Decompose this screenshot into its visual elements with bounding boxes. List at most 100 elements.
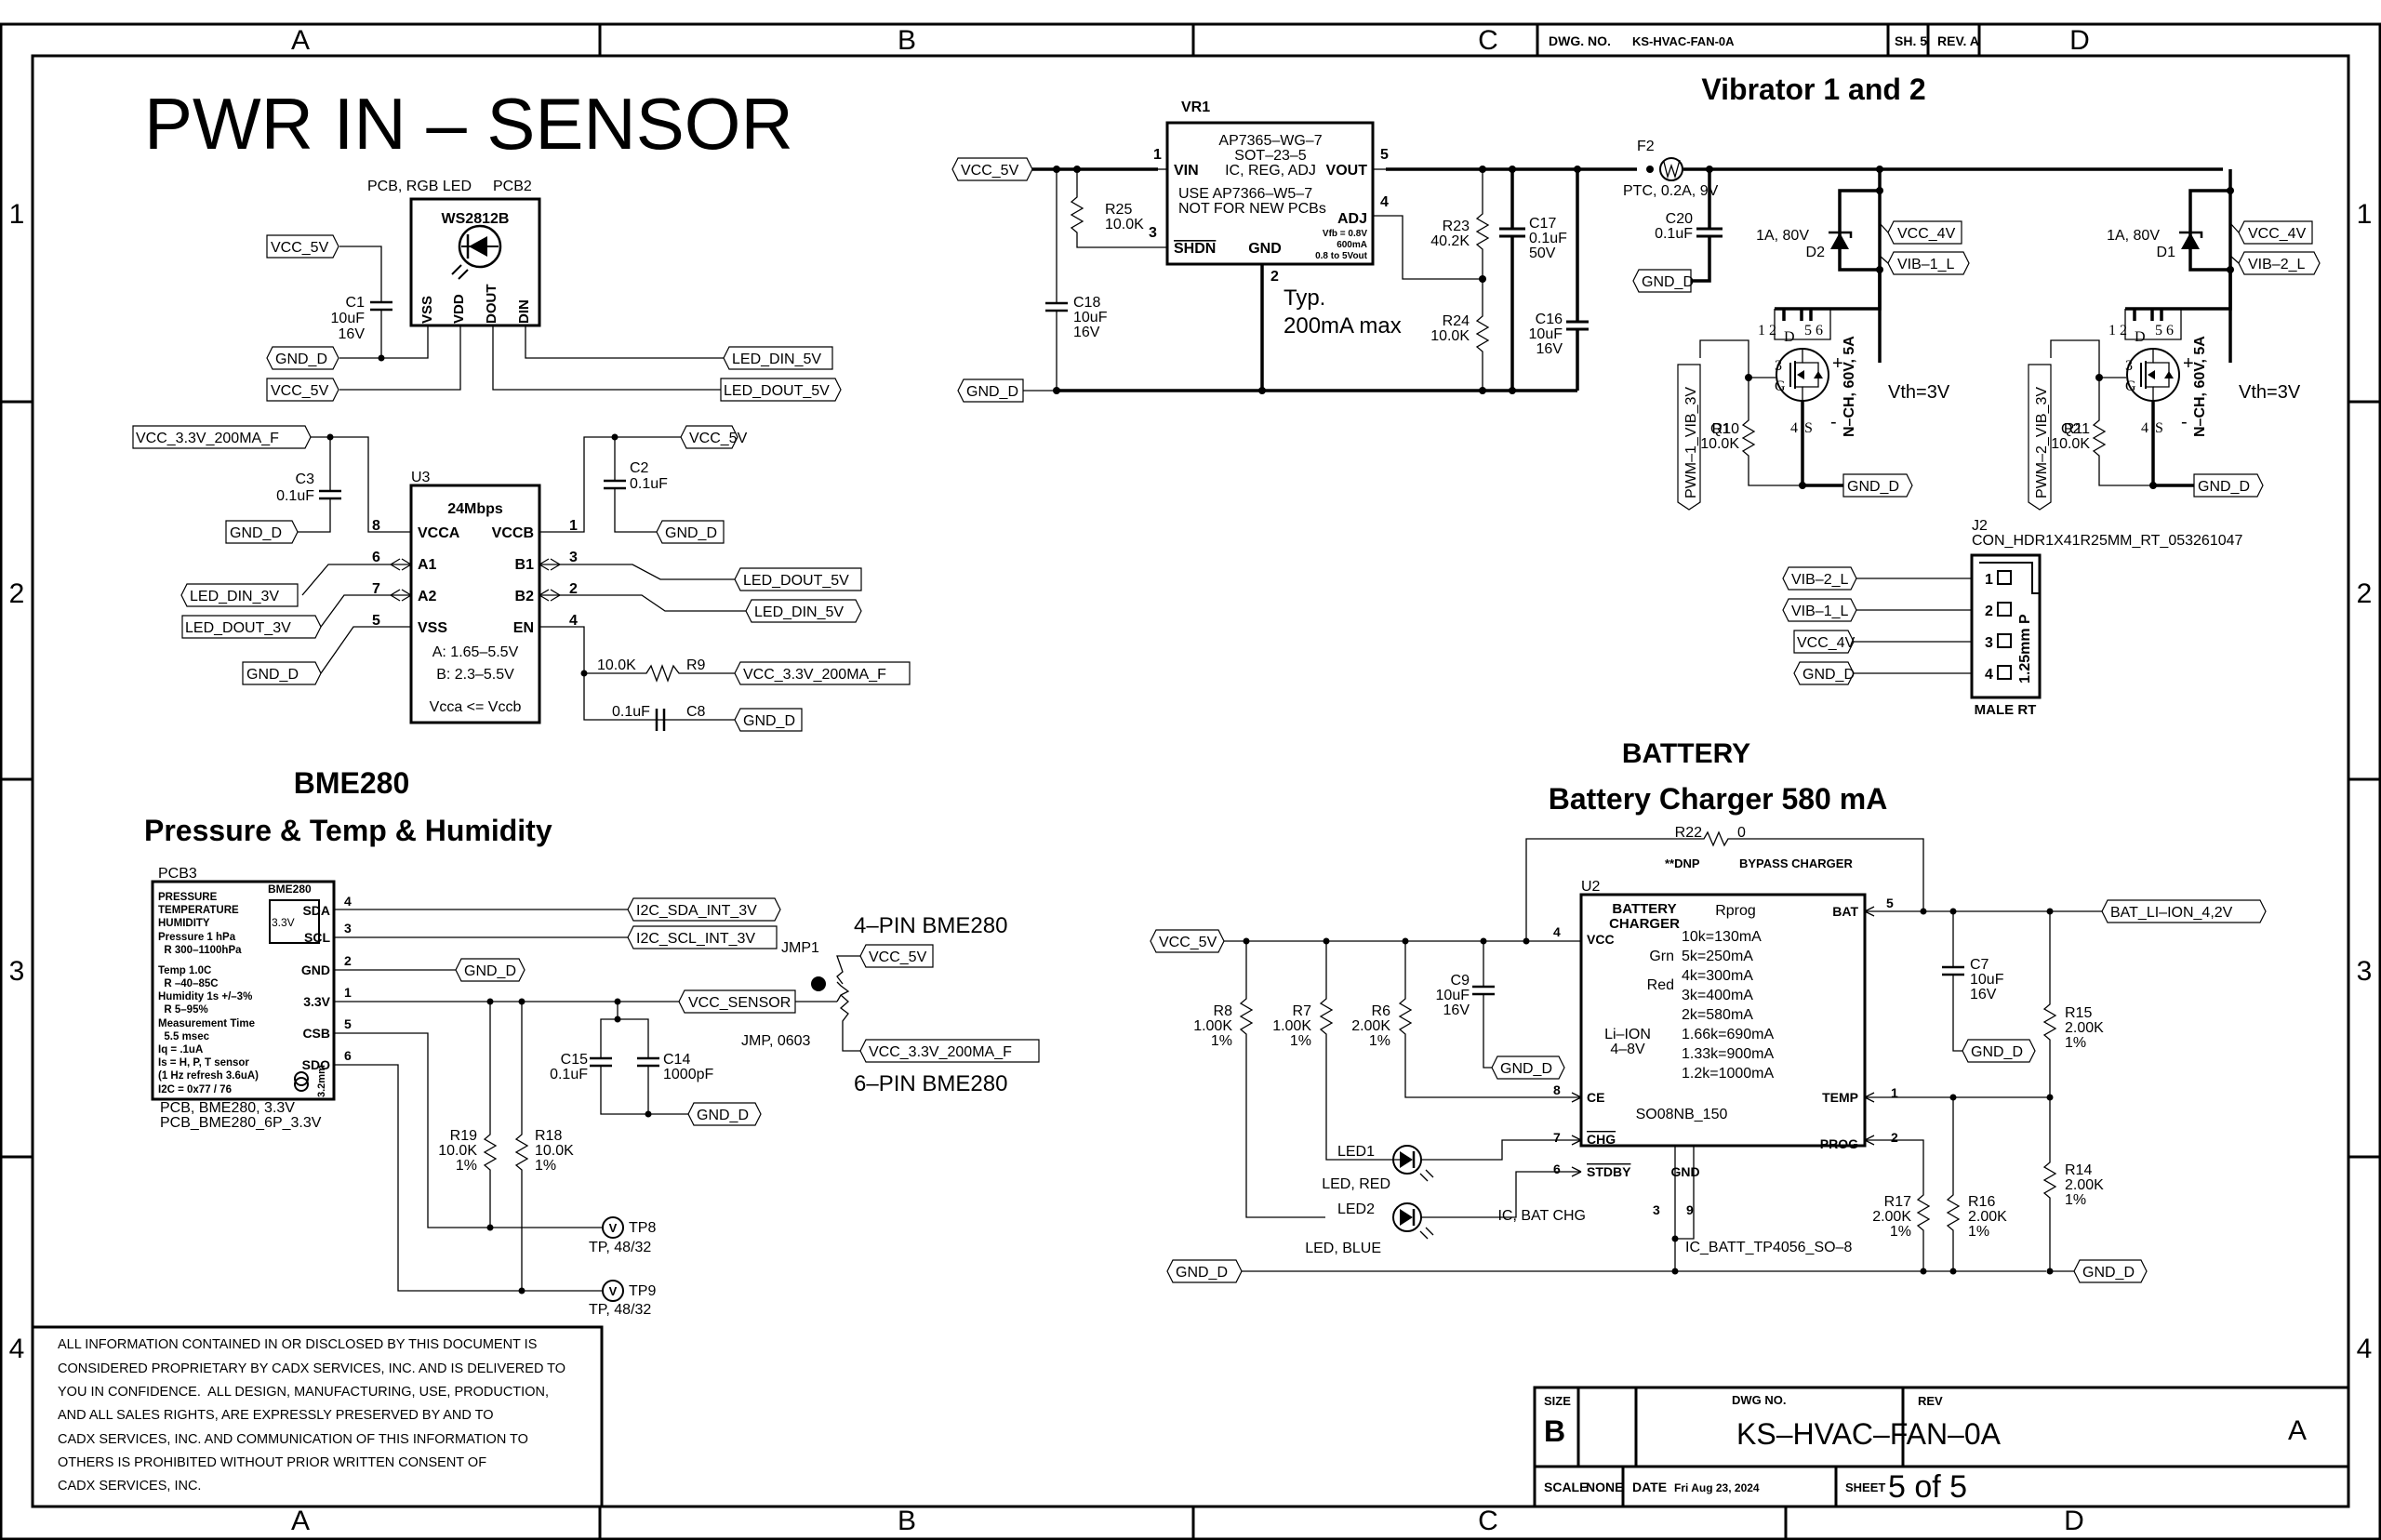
c8-value: 0.1uF bbox=[612, 704, 650, 720]
j2-pin-2[interactable]: 2 bbox=[1985, 602, 2012, 619]
u2-liion-1: Li–ION bbox=[1604, 1027, 1651, 1042]
port-vcc33-u3[interactable]: VCC_3.3V_200MA_F bbox=[132, 425, 312, 449]
port-vib1-ch1[interactable]: VIB–1_L bbox=[1887, 251, 1970, 275]
notice-line-1: ALL INFORMATION CONTAINED IN OR DISCLOSE… bbox=[58, 1337, 537, 1352]
port-gnd-u3-vss[interactable]: GND_D bbox=[242, 661, 322, 685]
svg-text:GND_D: GND_D bbox=[1176, 1265, 1228, 1281]
port-vcc5v-u3[interactable]: VCC_5V bbox=[680, 425, 748, 449]
u2-part: IC_BATT_TP4056_SO–8 bbox=[1685, 1240, 1852, 1255]
port-vib2-ch2[interactable]: VIB–2_L bbox=[2238, 251, 2321, 275]
r11-value: 10.0K bbox=[2051, 436, 2090, 452]
led-icon bbox=[451, 224, 502, 280]
port-jmp-vcc33[interactable]: VCC_3.3V_200MA_F bbox=[859, 1039, 1040, 1063]
port-gnd-c7[interactable]: GND_D bbox=[1962, 1039, 2036, 1063]
svg-text:TP9: TP9 bbox=[629, 1283, 656, 1299]
u2-pin2-num: 2 bbox=[1891, 1130, 1898, 1145]
port-i2c-sda[interactable]: I2C_SDA_INT_3V bbox=[627, 897, 781, 922]
svg-text:10k=130mA: 10k=130mA bbox=[1682, 929, 1762, 945]
svg-text:VCC_5V: VCC_5V bbox=[689, 431, 748, 446]
r7-tol: 1% bbox=[1290, 1033, 1311, 1049]
port-i2c-scl[interactable]: I2C_SCL_INT_3V bbox=[627, 925, 778, 949]
svg-text:TEMPERATURE: TEMPERATURE bbox=[158, 905, 239, 916]
port-gnd-battery-left[interactable]: GND_D bbox=[1166, 1259, 1243, 1283]
port-vcc5v-b[interactable]: VCC_5V bbox=[266, 378, 339, 402]
svg-text:GND_D: GND_D bbox=[2198, 479, 2250, 495]
port-gnd-q1[interactable]: GND_D bbox=[1842, 473, 1913, 498]
jumper-pin1-marker bbox=[811, 976, 826, 991]
d1-ref: D1 bbox=[2157, 245, 2176, 260]
port-gnd-c8[interactable]: GND_D bbox=[734, 708, 803, 732]
led2-desc: LED, BLUE bbox=[1305, 1241, 1381, 1256]
outer-border bbox=[0, 22, 2381, 1540]
svg-text:1.33k=900mA: 1.33k=900mA bbox=[1682, 1046, 1775, 1062]
port-bat-liion[interactable]: BAT_LI–ION_4,2V bbox=[2101, 899, 2267, 923]
r22-ref: R22 bbox=[1675, 825, 1702, 841]
port-pwm1-vib[interactable]: PWM–1_VIB_3V bbox=[1677, 364, 1701, 511]
svg-text:GND_D: GND_D bbox=[665, 525, 717, 541]
port-led-din-5v-u3[interactable]: LED_DIN_5V bbox=[745, 599, 862, 623]
port-jmp-vcc5v[interactable]: VCC_5V bbox=[859, 944, 934, 968]
port-led-dout-5v[interactable]: LED_DOUT_5V bbox=[720, 378, 842, 402]
j2-pin-4[interactable]: 4 bbox=[1985, 665, 2012, 683]
q2-pin-s: S bbox=[2155, 420, 2163, 436]
port-gnd-c3[interactable]: GND_D bbox=[225, 520, 299, 544]
port-gnd-bme280[interactable]: GND_D bbox=[455, 958, 525, 982]
port-vcc-sensor[interactable]: VCC_SENSOR bbox=[678, 989, 796, 1014]
port-vcc33-r9[interactable]: VCC_3.3V_200MA_F bbox=[734, 661, 911, 685]
svg-text:VCC_5V: VCC_5V bbox=[1159, 935, 1217, 950]
mounting-hole-size: 3.2mm bbox=[316, 1065, 327, 1097]
tb-date-value: Fri Aug 23, 2024 bbox=[1674, 1481, 1760, 1494]
svg-text:Is = H, P, T sensor: Is = H, P, T sensor bbox=[158, 1057, 249, 1069]
r14-tol: 1% bbox=[2065, 1192, 2086, 1208]
q1-vth: Vth=3V bbox=[1888, 382, 1950, 403]
tb-sheet-value: 5 of 5 bbox=[1888, 1469, 1967, 1505]
port-led-din-5v[interactable]: LED_DIN_5V bbox=[723, 346, 833, 370]
d1-rating: 1A, 80V bbox=[2107, 228, 2160, 244]
port-gnd-battery-right[interactable]: GND_D bbox=[2073, 1259, 2148, 1283]
port-vcc5v-vr1[interactable]: VCC_5V bbox=[951, 157, 1033, 181]
port-vcc4v-ch2[interactable]: VCC_4V bbox=[2238, 220, 2313, 245]
port-gnd-bme-caps[interactable]: GND_D bbox=[687, 1102, 762, 1126]
test-point-tp8[interactable]: V TP8 TP, 48/32 bbox=[589, 1216, 656, 1255]
r15-value: 2.00K bbox=[2065, 1020, 2104, 1036]
port-led-dout-3v[interactable]: LED_DOUT_3V bbox=[181, 615, 322, 639]
port-gnd-c9[interactable]: GND_D bbox=[1491, 1055, 1565, 1080]
svg-text:GND_D: GND_D bbox=[230, 525, 282, 541]
zone-row-2-right: 2 bbox=[2357, 578, 2373, 609]
port-vcc4v-ch1[interactable]: VCC_4V bbox=[1887, 220, 1962, 245]
svg-text:R –40–85C: R –40–85C bbox=[158, 978, 219, 989]
svg-text:5.5 msec: 5.5 msec bbox=[158, 1031, 210, 1042]
c9-value: 10uF bbox=[1436, 988, 1470, 1003]
port-gnd-c2[interactable]: GND_D bbox=[656, 520, 725, 544]
port-j2-vcc4v[interactable]: VCC_4V bbox=[1793, 630, 1856, 654]
test-point-tp9[interactable]: V TP9 TP, 48/32 bbox=[589, 1280, 656, 1318]
c20-value: 0.1uF bbox=[1655, 226, 1693, 242]
c15-ref: C15 bbox=[561, 1052, 588, 1068]
port-vcc5v-battery[interactable]: VCC_5V bbox=[1150, 929, 1225, 953]
port-gnd-a[interactable]: GND_D bbox=[266, 346, 339, 370]
j2-pin-3[interactable]: 3 bbox=[1985, 633, 2012, 651]
zone-row-1: 1 bbox=[9, 199, 25, 230]
port-led-din-3v[interactable]: LED_DIN_3V bbox=[180, 583, 299, 607]
j2-pin-1[interactable]: 1 bbox=[1985, 570, 2012, 588]
port-j2-vib1[interactable]: VIB–1_L bbox=[1782, 598, 1857, 622]
u2-liion-2: 4–8V bbox=[1610, 1042, 1645, 1057]
port-gnd-q2[interactable]: GND_D bbox=[2193, 473, 2264, 498]
port-gnd-vr1[interactable]: GND_D bbox=[957, 378, 1024, 403]
svg-text:4k=300mA: 4k=300mA bbox=[1682, 968, 1753, 984]
port-led-dout-5v-u3[interactable]: LED_DOUT_5V bbox=[734, 567, 862, 591]
tb-scale-label: SCALE bbox=[1544, 1480, 1588, 1494]
vr1-pin-vout: VOUT bbox=[1326, 163, 1368, 179]
port-j2-vib2[interactable]: VIB–2_L bbox=[1782, 566, 1857, 591]
u3-pin-b1: B1 bbox=[515, 557, 535, 573]
port-vcc5v-a[interactable]: VCC_5V bbox=[266, 234, 339, 259]
r11-ref: R11 bbox=[2064, 421, 2090, 437]
port-j2-gnd[interactable]: GND_D bbox=[1793, 661, 1855, 685]
port-pwm2-vib[interactable]: PWM–2_VIB_3V bbox=[2028, 364, 2052, 511]
vibrator-title: Vibrator 1 and 2 bbox=[1701, 73, 1925, 106]
svg-text:VCC_5V: VCC_5V bbox=[869, 949, 927, 965]
svg-text:Measurement Time: Measurement Time bbox=[158, 1018, 255, 1029]
c18-voltage: 16V bbox=[1073, 325, 1100, 340]
q1-pin-gate-num: 3 bbox=[1775, 358, 1782, 374]
port-gnd-c20[interactable]: GND_D bbox=[1632, 269, 1694, 293]
